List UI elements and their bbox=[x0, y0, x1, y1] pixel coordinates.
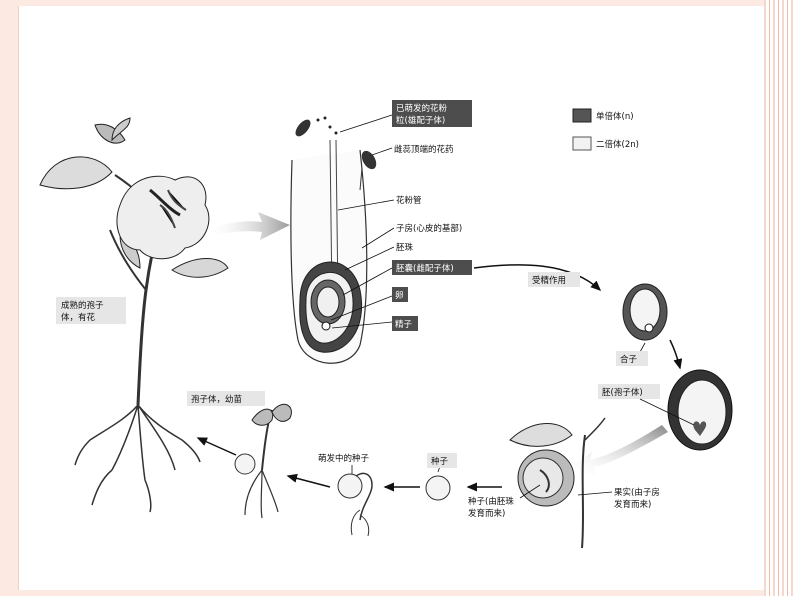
embryo-pointer bbox=[639, 398, 695, 426]
germinating-seed-label: 萌发中的种子 bbox=[318, 453, 370, 464]
mature-plant-label-line2: 体，有花 bbox=[61, 312, 96, 323]
fertilization-label: 受精作用 bbox=[532, 275, 566, 286]
germinated-pollen-label-line1: 已萌发的花粉 bbox=[396, 103, 448, 114]
mature-plant-label-line1: 成熟的孢子 bbox=[61, 300, 104, 311]
embryo-sac-label: 胚囊(雌配子体) bbox=[396, 263, 454, 274]
seedling-to-mature-arrow bbox=[196, 437, 237, 456]
egg-label: 卵 bbox=[395, 290, 404, 301]
fertilization-label-box bbox=[528, 272, 580, 287]
seed-in-fruit-pointer bbox=[519, 484, 541, 499]
legend: 单倍体(n) 二倍体(2n) bbox=[572, 108, 639, 151]
embryo-label: 胚(孢子体) bbox=[602, 387, 643, 398]
seed-label: 种子 bbox=[431, 456, 449, 467]
fruit-pointer bbox=[577, 491, 613, 496]
embryo-label-box bbox=[598, 384, 660, 399]
germinated-pollen-box bbox=[392, 100, 472, 127]
seed-label-box bbox=[427, 453, 457, 468]
embryo-seed-illustration bbox=[667, 369, 733, 451]
seed-origin-label-line2: 发育而来) bbox=[468, 508, 505, 519]
zygote-label-box bbox=[616, 351, 648, 366]
mature-plant-label-box bbox=[56, 297, 126, 324]
legend-haploid-label: 单倍体(n) bbox=[596, 111, 634, 122]
legend-haploid-swatch bbox=[572, 108, 592, 123]
zygote-pointer bbox=[639, 342, 646, 353]
fruit-label-line2: 发育而来) bbox=[614, 499, 651, 510]
germinating-to-seedling-arrow bbox=[286, 473, 331, 488]
zygote-label: 合子 bbox=[620, 354, 638, 365]
slide-border-bottom bbox=[18, 590, 764, 596]
sperm-box bbox=[392, 316, 418, 331]
seed-illustration bbox=[425, 475, 451, 501]
pollen-tube-label: 花粉管 bbox=[396, 195, 422, 206]
flower-to-pistil-arrow bbox=[205, 212, 290, 240]
germinating-seed-illustration bbox=[337, 472, 373, 537]
zygote-illustration bbox=[622, 283, 668, 341]
slide-border-top bbox=[18, 0, 764, 6]
embryo-to-fruit-arrow bbox=[565, 425, 668, 475]
mature-plant-illustration bbox=[39, 117, 229, 513]
ovary-label: 子房(心皮的基部) bbox=[396, 223, 462, 234]
ovule-label: 胚珠 bbox=[396, 242, 414, 253]
fruit-label-line1: 果实(由子房 bbox=[614, 487, 660, 498]
seedling-label: 孢子体，幼苗 bbox=[191, 394, 243, 405]
legend-diploid-swatch bbox=[572, 136, 592, 151]
fertilization-arrow bbox=[473, 264, 602, 292]
germinated-pollen-label-line2: 粒(雄配子体) bbox=[396, 115, 445, 126]
seedling-illustration bbox=[234, 403, 292, 519]
egg-box bbox=[392, 287, 408, 302]
pistil-cross-section bbox=[290, 116, 377, 364]
sperm-label: 精子 bbox=[395, 319, 413, 330]
anther-label: 雌蕊顶端的花药 bbox=[394, 144, 454, 155]
seed-origin-label-line1: 种子(由胚珠 bbox=[468, 496, 514, 507]
fruit-illustration bbox=[509, 417, 606, 549]
seedling-label-box bbox=[187, 391, 265, 406]
legend-diploid-label: 二倍体(2n) bbox=[596, 139, 639, 150]
pistil-label-pointers bbox=[330, 114, 395, 329]
slide-border-left bbox=[0, 0, 19, 596]
slide-border-right bbox=[764, 0, 794, 596]
embryo-sac-box bbox=[392, 260, 472, 275]
zygote-to-embryo-arrow bbox=[669, 339, 683, 370]
